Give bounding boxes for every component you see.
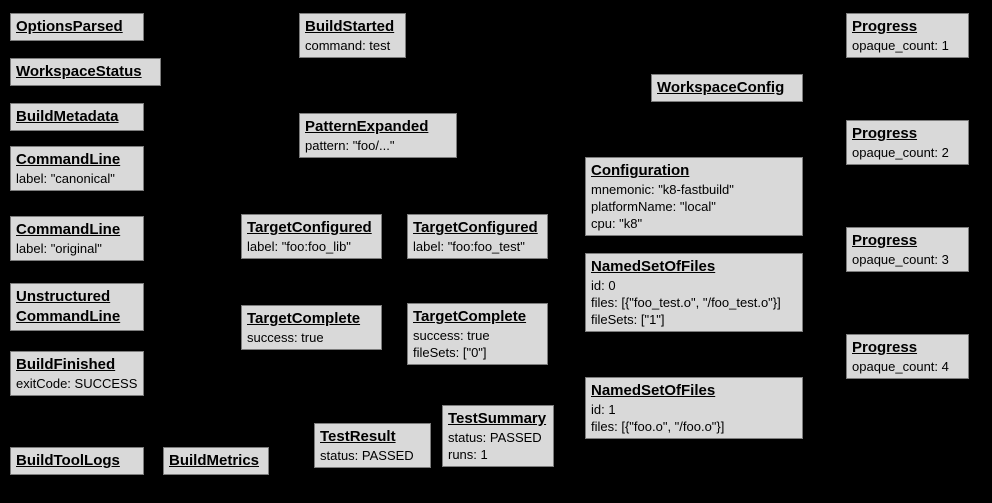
event-box-options-parsed: OptionsParsed	[10, 13, 144, 41]
event-title: TargetConfigured	[413, 219, 538, 236]
event-field: id: 1	[591, 402, 616, 417]
event-title: Progress	[852, 18, 918, 35]
event-title: TargetComplete	[413, 308, 527, 325]
event-box-target-complete-foo-lib: TargetComplete success: true	[241, 305, 382, 350]
event-title: Progress	[852, 125, 918, 142]
event-field: opaque_count: 2	[852, 145, 949, 160]
event-field: success: true	[247, 330, 324, 345]
event-field: files: [{"foo.o", "/foo.o"}]	[591, 419, 725, 434]
event-title: TargetConfigured	[247, 219, 372, 236]
event-title: BuildFinished	[16, 356, 116, 373]
event-field: runs: 1	[448, 447, 488, 462]
event-title: CommandLine	[16, 151, 121, 168]
event-title: BuildToolLogs	[16, 452, 120, 469]
event-box-build-tool-logs: BuildToolLogs	[10, 447, 144, 475]
event-title: WorkspaceStatus	[16, 63, 142, 80]
event-box-progress-4: Progress opaque_count: 4	[846, 334, 969, 379]
event-title: TestResult	[320, 428, 396, 445]
event-field: opaque_count: 1	[852, 38, 949, 53]
event-field: opaque_count: 4	[852, 359, 949, 374]
event-title: BuildMetadata	[16, 108, 119, 125]
event-title: BuildStarted	[305, 18, 395, 35]
event-box-named-set-of-files-1: NamedSetOfFiles id: 1 files: [{"foo.o", …	[585, 377, 803, 439]
event-box-build-metrics: BuildMetrics	[163, 447, 269, 475]
event-title: WorkspaceConfig	[657, 79, 785, 96]
event-box-test-result: TestResult status: PASSED	[314, 423, 431, 468]
event-box-target-complete-foo-test: TargetComplete success: true fileSets: […	[407, 303, 548, 365]
event-title: OptionsParsed	[16, 18, 123, 35]
event-box-target-configured-foo-test: TargetConfigured label: "foo:foo_test"	[407, 214, 548, 259]
event-box-command-line-canonical: CommandLine label: "canonical"	[10, 146, 144, 191]
event-box-progress-3: Progress opaque_count: 3	[846, 227, 969, 272]
event-box-build-metadata: BuildMetadata	[10, 103, 144, 131]
event-field: label: "original"	[16, 241, 102, 256]
event-field: status: PASSED	[320, 448, 414, 463]
event-box-build-started: BuildStarted command: test	[299, 13, 406, 58]
event-title: Progress	[852, 339, 918, 356]
event-field: success: true	[413, 328, 490, 343]
event-field: mnemonic: "k8-fastbuild"	[591, 182, 734, 197]
event-box-workspace-config: WorkspaceConfig	[651, 74, 803, 102]
event-field: exitCode: SUCCESS	[16, 376, 138, 391]
event-box-progress-2: Progress opaque_count: 2	[846, 120, 969, 165]
event-field: opaque_count: 3	[852, 252, 949, 267]
event-title: NamedSetOfFiles	[591, 258, 716, 275]
event-box-command-line-original: CommandLine label: "original"	[10, 216, 144, 261]
event-title: CommandLine	[16, 221, 121, 238]
event-box-pattern-expanded: PatternExpanded pattern: "foo/..."	[299, 113, 457, 158]
event-title: Configuration	[591, 162, 690, 179]
event-title: NamedSetOfFiles	[591, 382, 716, 399]
event-title: BuildMetrics	[169, 452, 260, 469]
event-box-configuration: Configuration mnemonic: "k8-fastbuild" p…	[585, 157, 803, 236]
event-field: platformName: "local"	[591, 199, 716, 214]
event-title: Unstructured CommandLine	[16, 288, 121, 325]
event-box-unstructured-command-line: Unstructured CommandLine	[10, 283, 144, 331]
event-title: PatternExpanded	[305, 118, 429, 135]
event-box-target-configured-foo-lib: TargetConfigured label: "foo:foo_lib"	[241, 214, 382, 259]
event-box-workspace-status: WorkspaceStatus	[10, 58, 161, 86]
event-field: label: "foo:foo_lib"	[247, 239, 351, 254]
event-field: id: 0	[591, 278, 616, 293]
event-box-progress-1: Progress opaque_count: 1	[846, 13, 969, 58]
event-field: pattern: "foo/..."	[305, 138, 395, 153]
event-field: label: "canonical"	[16, 171, 115, 186]
event-field: fileSets: ["0"]	[413, 345, 487, 360]
event-field: files: [{"foo_test.o", "/foo_test.o"}]	[591, 295, 781, 310]
event-box-build-finished: BuildFinished exitCode: SUCCESS	[10, 351, 144, 396]
event-box-test-summary: TestSummary status: PASSED runs: 1	[442, 405, 554, 467]
event-title: Progress	[852, 232, 918, 249]
event-box-named-set-of-files-0: NamedSetOfFiles id: 0 files: [{"foo_test…	[585, 253, 803, 332]
event-title: TargetComplete	[247, 310, 361, 327]
event-field: cpu: "k8"	[591, 216, 643, 231]
event-field: command: test	[305, 38, 391, 53]
event-field: label: "foo:foo_test"	[413, 239, 525, 254]
event-field: fileSets: ["1"]	[591, 312, 665, 327]
event-title: TestSummary	[448, 410, 547, 427]
event-field: status: PASSED	[448, 430, 542, 445]
